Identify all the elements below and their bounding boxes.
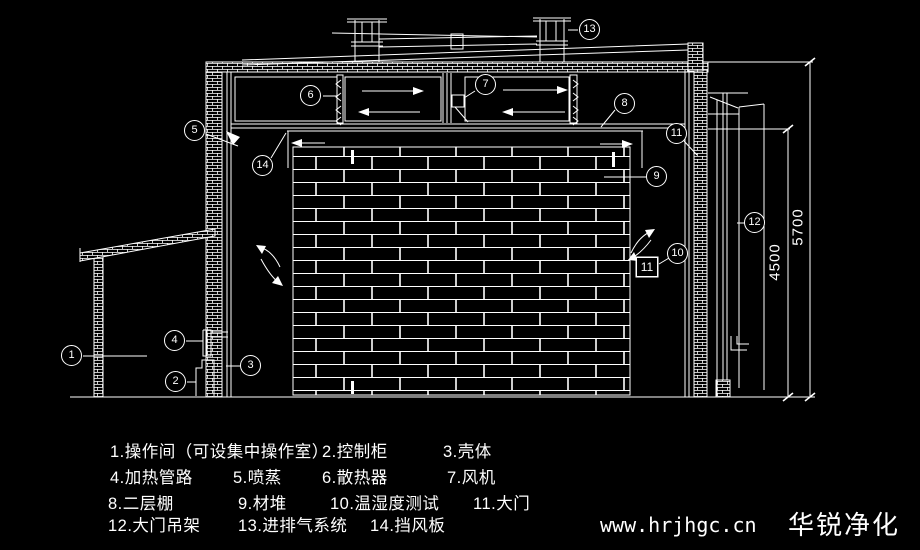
main-lines bbox=[70, 17, 816, 402]
legend-item-4: 4.加热管路 bbox=[110, 469, 193, 487]
callout-balloon-14: 14 bbox=[252, 155, 273, 176]
legend-item-9: 9.材堆 bbox=[238, 495, 287, 513]
sensor-box: 11 bbox=[636, 257, 658, 277]
legend-item-11: 11.大门 bbox=[473, 495, 531, 513]
callout-balloon-3: 3 bbox=[240, 355, 261, 376]
legend-item-3: 3.壳体 bbox=[443, 443, 492, 461]
callout-balloon-13: 13 bbox=[579, 19, 600, 40]
legend-item-12: 12.大门吊架 bbox=[108, 517, 201, 535]
callout-balloon-4: 4 bbox=[164, 330, 185, 351]
legend-item-6: 6.散热器 bbox=[322, 469, 388, 487]
callout-balloon-6: 6 bbox=[300, 85, 321, 106]
arrowheads bbox=[226, 86, 655, 286]
callout-balloon-2: 2 bbox=[165, 371, 186, 392]
brick-structures bbox=[79, 42, 731, 398]
dimension-door-height: 4500 bbox=[766, 243, 784, 281]
legend-item-7: 7.风机 bbox=[447, 469, 496, 487]
callout-balloon-9: 9 bbox=[646, 166, 667, 187]
callout-balloon-11: 11 bbox=[666, 123, 687, 144]
watermark-url: www.hrjhgc.cn bbox=[600, 513, 757, 537]
legend-item-2: 2.控制柜 bbox=[322, 443, 388, 461]
callout-balloon-8: 8 bbox=[614, 93, 635, 114]
timber-stack bbox=[292, 146, 631, 396]
legend-item-1: 1.操作间（可设集中操作室） bbox=[110, 443, 329, 461]
callout-balloon-1: 1 bbox=[61, 345, 82, 366]
legend-item-14: 14.挡风板 bbox=[370, 517, 446, 535]
legend-item-8: 8.二层棚 bbox=[108, 495, 174, 513]
callout-balloon-10: 10 bbox=[667, 243, 688, 264]
legend-item-5: 5.喷蒸 bbox=[233, 469, 282, 487]
legend-item-13: 13.进排气系统 bbox=[238, 517, 348, 535]
callout-balloon-7: 7 bbox=[475, 74, 496, 95]
callout-balloon-12: 12 bbox=[744, 212, 765, 233]
callout-balloon-5: 5 bbox=[184, 120, 205, 141]
watermark-brand: 华锐净化 bbox=[788, 510, 901, 540]
callout-leaders bbox=[83, 29, 745, 383]
legend-item-10: 10.温湿度测试 bbox=[330, 495, 440, 513]
dimension-total-height: 5700 bbox=[789, 208, 807, 246]
